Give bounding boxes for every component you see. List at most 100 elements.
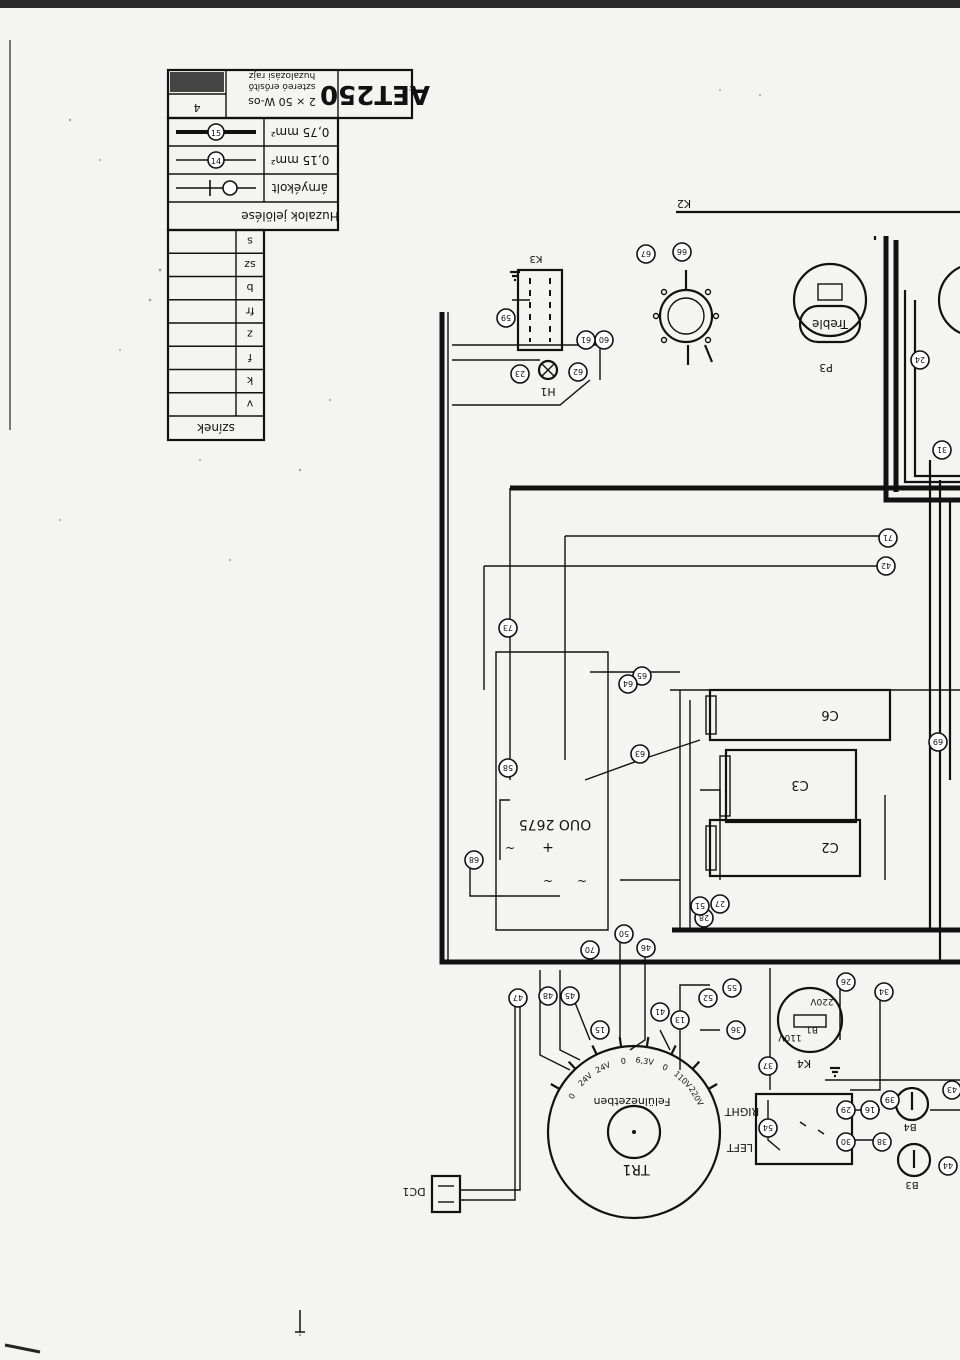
lamp-h1: H1 xyxy=(537,359,559,398)
wire-node-circle xyxy=(498,618,518,638)
legend-shielded-wire-symbol xyxy=(176,180,256,196)
wire-node-number: 65 xyxy=(637,671,647,680)
transformer-tap-label: 0 xyxy=(620,1056,626,1066)
scan-noise xyxy=(4,40,761,1354)
wire-node-number: 37 xyxy=(763,1061,773,1070)
wire-node-circle xyxy=(560,986,580,1006)
wire-node-circle xyxy=(672,242,692,262)
wire-node-circle xyxy=(836,1100,856,1120)
wire-node-number: 62 xyxy=(573,367,583,376)
connector-dc1: DC1 xyxy=(402,1174,462,1214)
legend-row-shield-label: árnyékolt xyxy=(272,181,328,195)
legend-thick-wire-symbol: 15 xyxy=(176,123,256,141)
wire-node-number: 58 xyxy=(503,763,513,772)
legend-row-thin-label: 0,15 mm² xyxy=(270,153,329,167)
wire-node-number: 54 xyxy=(763,1123,773,1132)
wire-node-circle xyxy=(538,986,558,1006)
wire-node-circle xyxy=(876,556,896,576)
scan-top-edge xyxy=(0,0,960,8)
wire-node-number: 70 xyxy=(585,945,595,954)
treble-label: Treble xyxy=(812,317,849,331)
legend-color-code: fr xyxy=(245,304,254,317)
wire-node-circle xyxy=(878,528,898,548)
wire-node-circle xyxy=(758,1118,778,1138)
tr1-note: Felülnézetben xyxy=(594,1095,671,1108)
transformer-tap-lead xyxy=(707,1083,718,1090)
wire-node-circle xyxy=(464,850,484,870)
wire-node-circle xyxy=(630,744,650,764)
title-corner-label: 4 xyxy=(194,101,201,114)
wire-node-circle xyxy=(650,1002,670,1022)
transformer-tap-lead xyxy=(645,1036,650,1048)
wire-node-number: 13 xyxy=(675,1015,685,1024)
title-model: AET250 xyxy=(320,79,430,109)
wire-node-circle xyxy=(496,308,516,328)
wire-node-number: 31 xyxy=(937,445,947,454)
transformer-tap-lead xyxy=(550,1083,561,1090)
rotary-switch-k2: K2 xyxy=(652,197,720,365)
wire-node-circle xyxy=(618,674,638,694)
legend-heading: Huzalok jelölése xyxy=(241,209,338,223)
c2-label: C2 xyxy=(821,839,838,854)
wire-node-number: 45 xyxy=(565,991,575,1000)
rectifier-label: OUO 2675 xyxy=(519,816,591,832)
h1-label: H1 xyxy=(540,385,555,398)
svg-text:~: ~ xyxy=(543,874,553,888)
wire-node-number: 63 xyxy=(635,749,645,758)
transformer-tap-lead xyxy=(691,1060,701,1070)
wire-node-circle xyxy=(872,1132,892,1152)
c6-label: C6 xyxy=(821,707,838,722)
wire-node-number: 34 xyxy=(879,987,889,996)
wire-node-circle xyxy=(726,1020,746,1040)
transformer-tap-label: 0 xyxy=(567,1092,577,1101)
transformer-tap-lead xyxy=(618,1036,623,1048)
capacitor-c3: C3 xyxy=(719,748,858,824)
wire-node-number: 47 xyxy=(513,993,523,1002)
wire-node-number: 66 xyxy=(677,247,687,256)
dc1-label: DC1 xyxy=(402,1185,425,1198)
left-label: LEFT xyxy=(727,1141,753,1154)
svg-text:+: + xyxy=(542,840,554,856)
k4-110-label: 110V xyxy=(777,1032,801,1042)
wire-node-number: 71 xyxy=(883,533,893,542)
b4-label: B4 xyxy=(903,1121,916,1132)
svg-text:15: 15 xyxy=(211,129,221,138)
wire-node-circle xyxy=(942,1080,960,1100)
wire-node-circle xyxy=(836,972,856,992)
tr1-label: TR1 xyxy=(622,1161,650,1177)
legend-color-code: s xyxy=(247,235,253,248)
wire-node-number: 15 xyxy=(595,1025,605,1034)
wire-node-circle xyxy=(874,982,894,1002)
second-potentiometer-partial xyxy=(937,266,960,334)
wire-node-number: 26 xyxy=(841,977,851,986)
svg-text:~: ~ xyxy=(505,841,515,855)
transformer-tap-label: 0 xyxy=(661,1062,669,1072)
legend-color-heading: színek xyxy=(197,421,235,435)
wire-node-number: 27 xyxy=(715,899,725,908)
wire-node-number: 69 xyxy=(933,737,943,746)
treble-potentiometer: Treble P3 xyxy=(792,262,868,374)
wire-node-circle xyxy=(690,896,710,916)
wire-node-number: 42 xyxy=(881,561,891,570)
legend-row-thick-label: 0,75 mm² xyxy=(270,125,329,139)
wire-node-circle xyxy=(722,978,742,998)
legend-color-code: b xyxy=(246,281,253,294)
wire-node-circle xyxy=(932,440,952,460)
wire-node-number: 30 xyxy=(841,1137,851,1146)
wire-node-number: 44 xyxy=(943,1161,953,1170)
legend-color-code: sz xyxy=(244,258,256,271)
wire-node-circle xyxy=(670,1010,690,1030)
wire-node-circle xyxy=(836,1132,856,1152)
wire-node-number: 29 xyxy=(841,1105,851,1114)
wire-node-number: 67 xyxy=(641,249,651,258)
wire-node-number: 36 xyxy=(731,1025,741,1034)
transformer-tap-lead xyxy=(591,1045,598,1055)
svg-text:~: ~ xyxy=(577,874,587,888)
wire-node-number: 41 xyxy=(655,1007,665,1016)
wire-node-circle xyxy=(910,350,930,370)
transformer-tap-lead xyxy=(670,1045,677,1055)
wire-node-circle xyxy=(698,988,718,1008)
wire-node-number: 52 xyxy=(703,993,713,1002)
output-relay-block: RIGHT LEFT xyxy=(725,1092,854,1166)
